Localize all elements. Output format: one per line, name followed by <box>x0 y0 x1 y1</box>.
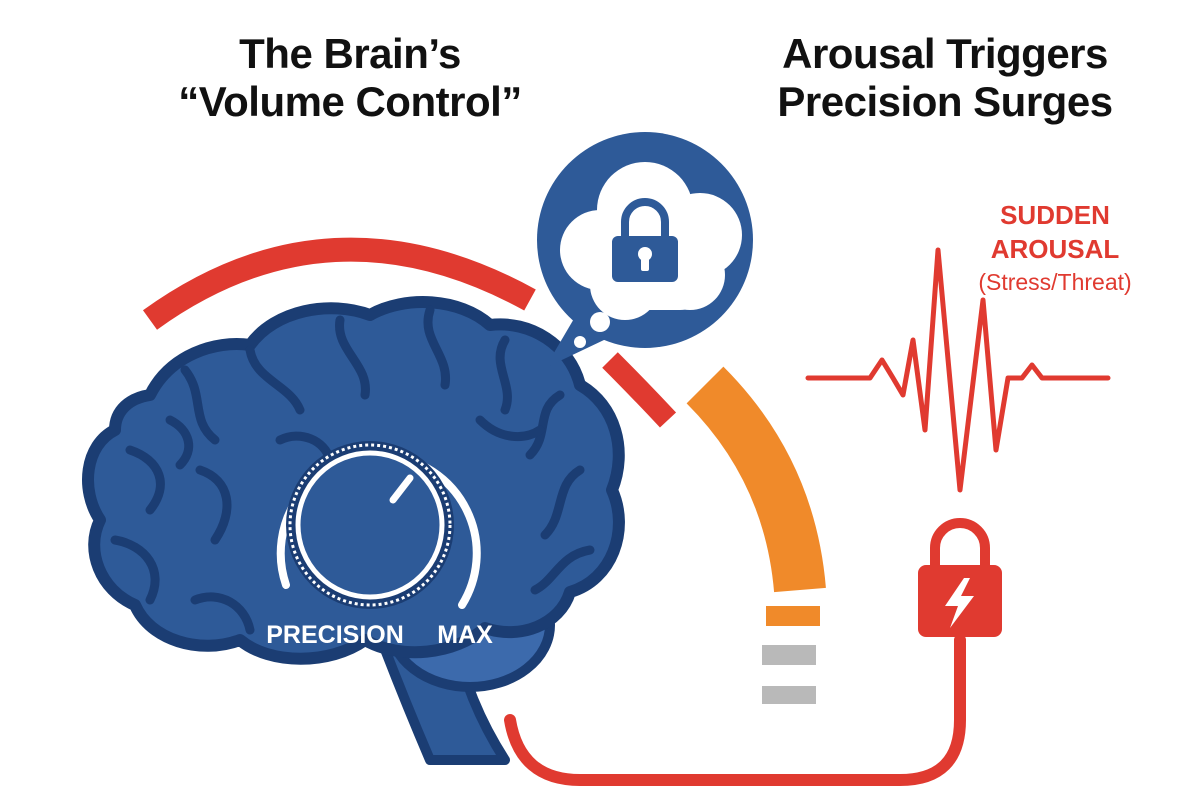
right-title-line2: Precision Surges <box>777 78 1113 125</box>
alert-line2: AROUSAL <box>991 234 1120 264</box>
lock-lightning-icon <box>918 518 1002 637</box>
left-title-line2: “Volume Control” <box>178 78 522 125</box>
red-cable <box>504 634 966 786</box>
alert-line3: (Stress/Threat) <box>978 269 1131 295</box>
dial-max-label: MAX <box>437 621 493 649</box>
gray-gauge-tick-2 <box>762 686 816 704</box>
orange-gauge-stub <box>766 606 820 626</box>
dial-pointer <box>389 474 414 504</box>
precision-dial-icon: PRECISION MAX <box>266 441 493 649</box>
red-gauge-segment <box>602 352 677 428</box>
lock-icon <box>612 198 678 282</box>
heartbeat-line-icon <box>805 247 1111 493</box>
right-title-line1: Arousal Triggers <box>782 30 1108 77</box>
thought-bubble-icon <box>537 132 753 368</box>
left-title-line1: The Brain’s <box>239 30 461 77</box>
alert-line1: SUDDEN <box>1000 200 1110 230</box>
dial-ridge <box>288 443 452 607</box>
lightning-bolt-icon <box>945 578 974 628</box>
cloud-dot-large <box>590 312 610 332</box>
right-title: Arousal Triggers Precision Surges <box>720 30 1170 126</box>
gray-gauge-tick-1 <box>762 645 816 665</box>
orange-gauge-arm <box>686 366 826 593</box>
left-title: The Brain’s “Volume Control” <box>130 30 570 126</box>
cloud-dot-small <box>574 336 586 348</box>
dial-label: PRECISION <box>266 621 404 649</box>
dial-knob <box>295 450 445 600</box>
red-arc-top <box>142 237 536 330</box>
